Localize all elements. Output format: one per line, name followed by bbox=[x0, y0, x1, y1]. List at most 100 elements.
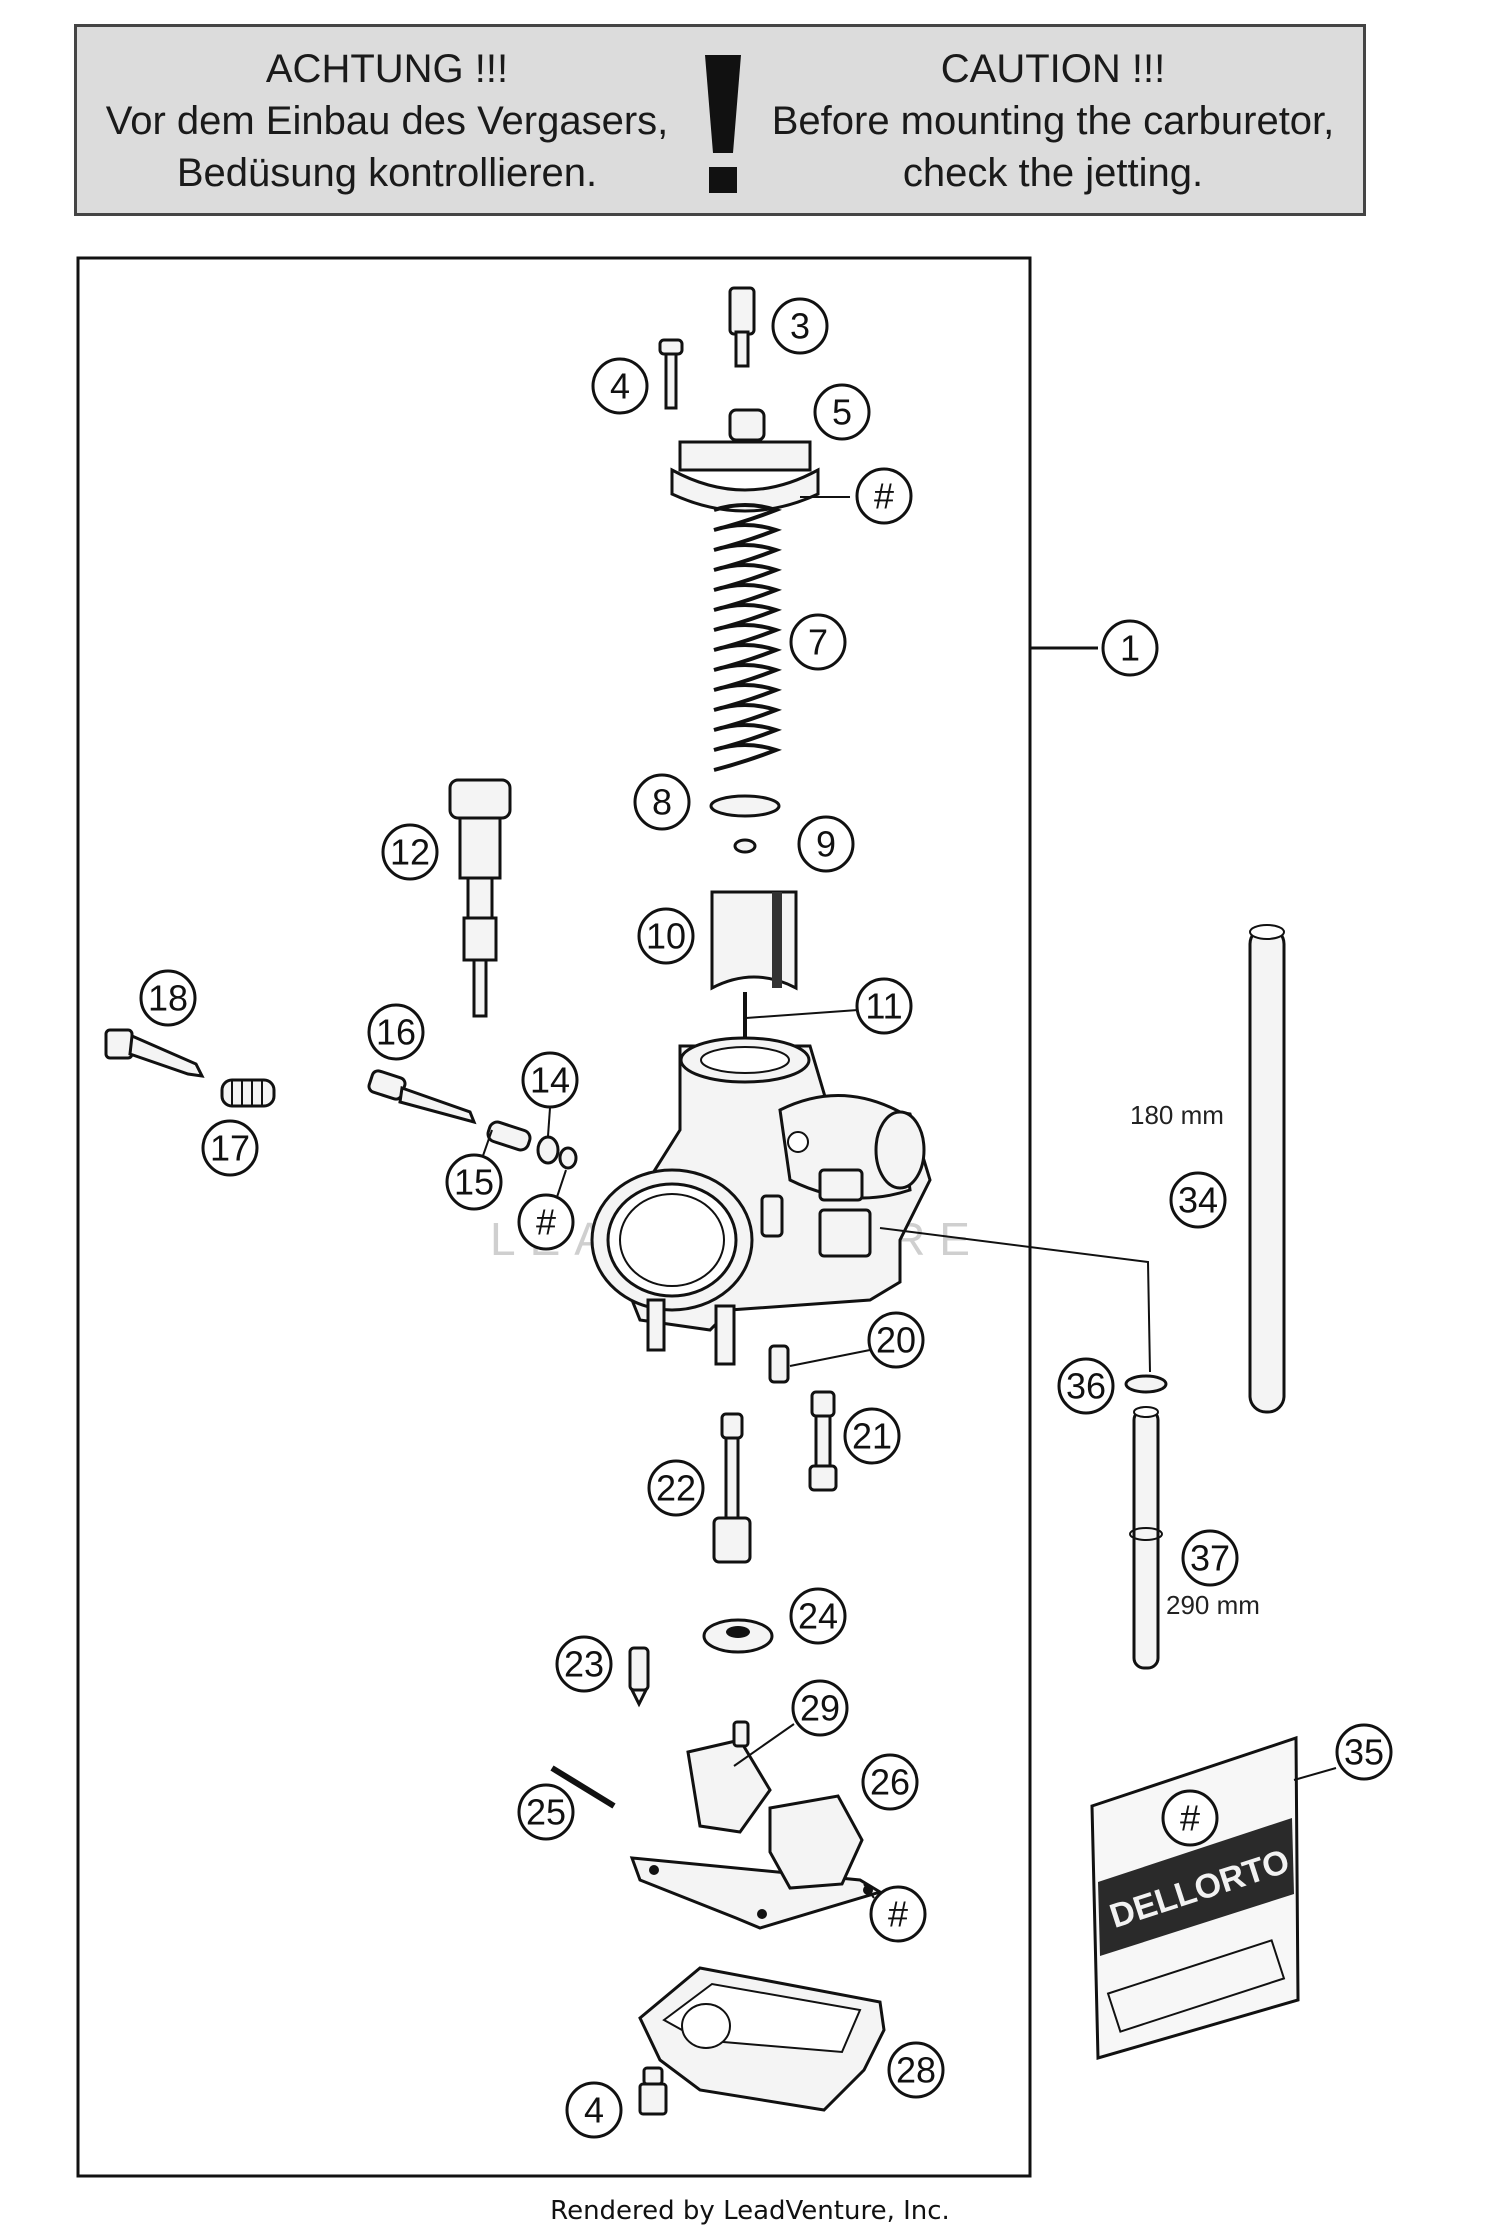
callout-hash-airscrew: # bbox=[517, 1193, 575, 1251]
svg-text:4: 4 bbox=[584, 2090, 604, 2131]
throttle-slide-part bbox=[710, 890, 798, 991]
assembly-frame bbox=[76, 256, 1032, 2178]
svg-text:7: 7 bbox=[808, 622, 828, 663]
washer-part bbox=[709, 794, 781, 818]
callout-14: 14 bbox=[521, 1051, 579, 1109]
hose-clamp-part bbox=[1124, 1374, 1168, 1394]
svg-text:14: 14 bbox=[530, 1060, 570, 1101]
svg-text:25: 25 bbox=[526, 1792, 566, 1833]
svg-text:#: # bbox=[536, 1202, 556, 1243]
callout-17: 17 bbox=[201, 1119, 259, 1177]
svg-text:15: 15 bbox=[454, 1162, 494, 1203]
svg-text:22: 22 bbox=[656, 1468, 696, 1509]
callout-26: 26 bbox=[861, 1753, 919, 1811]
callout-5: 5 bbox=[813, 383, 871, 441]
callout-8: 8 bbox=[633, 773, 691, 831]
screw-part-bottom bbox=[638, 2066, 668, 2116]
callout-23: 23 bbox=[555, 1635, 613, 1693]
svg-text:26: 26 bbox=[870, 1762, 910, 1803]
throttle-spring-part bbox=[713, 503, 782, 772]
callout-28: 28 bbox=[887, 2041, 945, 2099]
cable-adjuster-part bbox=[728, 286, 756, 368]
callout-37: 37 bbox=[1181, 1529, 1239, 1587]
callout-1: 1 bbox=[1101, 619, 1159, 677]
svg-text:#: # bbox=[874, 476, 894, 517]
callout-3: 3 bbox=[771, 297, 829, 355]
callout-24: 24 bbox=[789, 1587, 847, 1645]
air-screw-part bbox=[367, 1069, 477, 1125]
svg-text:11: 11 bbox=[865, 986, 902, 1027]
svg-text:29: 29 bbox=[800, 1688, 840, 1729]
svg-text:10: 10 bbox=[646, 916, 686, 957]
gasket-kit-bag-part: DELLORTO bbox=[1090, 1735, 1300, 2060]
callout-29: 29 bbox=[791, 1679, 849, 1737]
float-pin-part bbox=[550, 1765, 616, 1809]
callout-hash-gasket: # bbox=[869, 1885, 927, 1943]
svg-text:3: 3 bbox=[790, 306, 810, 347]
callout-25: 25 bbox=[517, 1783, 575, 1841]
screw-part-top bbox=[658, 338, 684, 410]
leader-lines bbox=[477, 496, 875, 1899]
float-assembly-part bbox=[629, 1720, 884, 1930]
svg-text:5: 5 bbox=[832, 392, 852, 433]
callout-35: 35 bbox=[1335, 1723, 1393, 1781]
callout-hash-bag: # bbox=[1161, 1789, 1219, 1847]
choke-plunger-part bbox=[448, 778, 512, 1018]
float-needle-part bbox=[628, 1646, 650, 1708]
svg-text:37: 37 bbox=[1190, 1538, 1230, 1579]
idle-spring-part bbox=[220, 1078, 276, 1108]
svg-text:20: 20 bbox=[876, 1320, 916, 1361]
float-valve-seat-part bbox=[702, 1618, 774, 1654]
idle-screw-part bbox=[104, 1028, 205, 1078]
svg-text:#: # bbox=[1180, 1798, 1200, 1839]
callout-22: 22 bbox=[647, 1459, 705, 1517]
svg-text:35: 35 bbox=[1344, 1732, 1384, 1773]
carburetor-body-part bbox=[590, 1036, 932, 1366]
callout-18: 18 bbox=[139, 969, 197, 1027]
tube-short-length: 180 mm bbox=[1130, 1100, 1224, 1130]
caution-german: ACHTUNG !!! Vor dem Einbau des Vergasers… bbox=[77, 43, 697, 199]
caution-banner: ACHTUNG !!! Vor dem Einbau des Vergasers… bbox=[74, 24, 1366, 216]
svg-text:8: 8 bbox=[652, 782, 672, 823]
leader-line-35 bbox=[1293, 1767, 1337, 1781]
callout-7: 7 bbox=[789, 613, 847, 671]
caution-english-title: CAUTION !!! bbox=[940, 47, 1166, 91]
callout-34: 34 bbox=[1169, 1171, 1227, 1229]
vent-tube-short-part bbox=[1248, 924, 1286, 1414]
caution-english-line2: check the jetting. bbox=[902, 151, 1204, 195]
pilot-jet-part bbox=[768, 1344, 790, 1384]
air-screw-oring-part bbox=[558, 1146, 578, 1170]
caution-german-line1: Vor dem Einbau des Vergasers, bbox=[105, 99, 669, 143]
carburetor-cap-part bbox=[670, 408, 820, 513]
tube-long-length: 290 mm bbox=[1166, 1590, 1260, 1620]
svg-text:36: 36 bbox=[1066, 1366, 1106, 1407]
needle-jet-part bbox=[712, 1412, 752, 1564]
vent-tube-long-part bbox=[1129, 1406, 1163, 1670]
caution-english-line1: Before mounting the carburetor, bbox=[771, 99, 1335, 143]
svg-text:17: 17 bbox=[210, 1128, 250, 1169]
callout-4-top: 4 bbox=[591, 357, 649, 415]
exclamation-icon bbox=[705, 55, 741, 193]
callout-36: 36 bbox=[1057, 1357, 1115, 1415]
callout-12: 12 bbox=[381, 823, 439, 881]
svg-text:34: 34 bbox=[1178, 1180, 1218, 1221]
svg-text:9: 9 bbox=[816, 824, 836, 865]
caution-german-line2: Bedüsung kontrollieren. bbox=[176, 151, 598, 195]
callout-9: 9 bbox=[797, 815, 855, 873]
callout-20: 20 bbox=[867, 1311, 925, 1369]
svg-text:1: 1 bbox=[1120, 628, 1140, 669]
air-screw-washer-part bbox=[536, 1135, 560, 1165]
callout-15: 15 bbox=[445, 1153, 503, 1211]
svg-text:#: # bbox=[888, 1894, 908, 1935]
callout-hash-cap: # bbox=[855, 467, 913, 525]
overflow-tube-line bbox=[879, 1227, 1151, 1373]
float-bowl-part bbox=[638, 1966, 886, 2112]
svg-text:28: 28 bbox=[896, 2050, 936, 2091]
air-screw-spring-part bbox=[486, 1120, 532, 1152]
svg-text:4: 4 bbox=[610, 366, 630, 407]
render-credit: Rendered by LeadVenture, Inc. bbox=[550, 2196, 950, 2226]
svg-text:21: 21 bbox=[852, 1416, 892, 1457]
callout-4-bottom: 4 bbox=[565, 2081, 623, 2139]
caution-german-title: ACHTUNG !!! bbox=[265, 47, 509, 91]
